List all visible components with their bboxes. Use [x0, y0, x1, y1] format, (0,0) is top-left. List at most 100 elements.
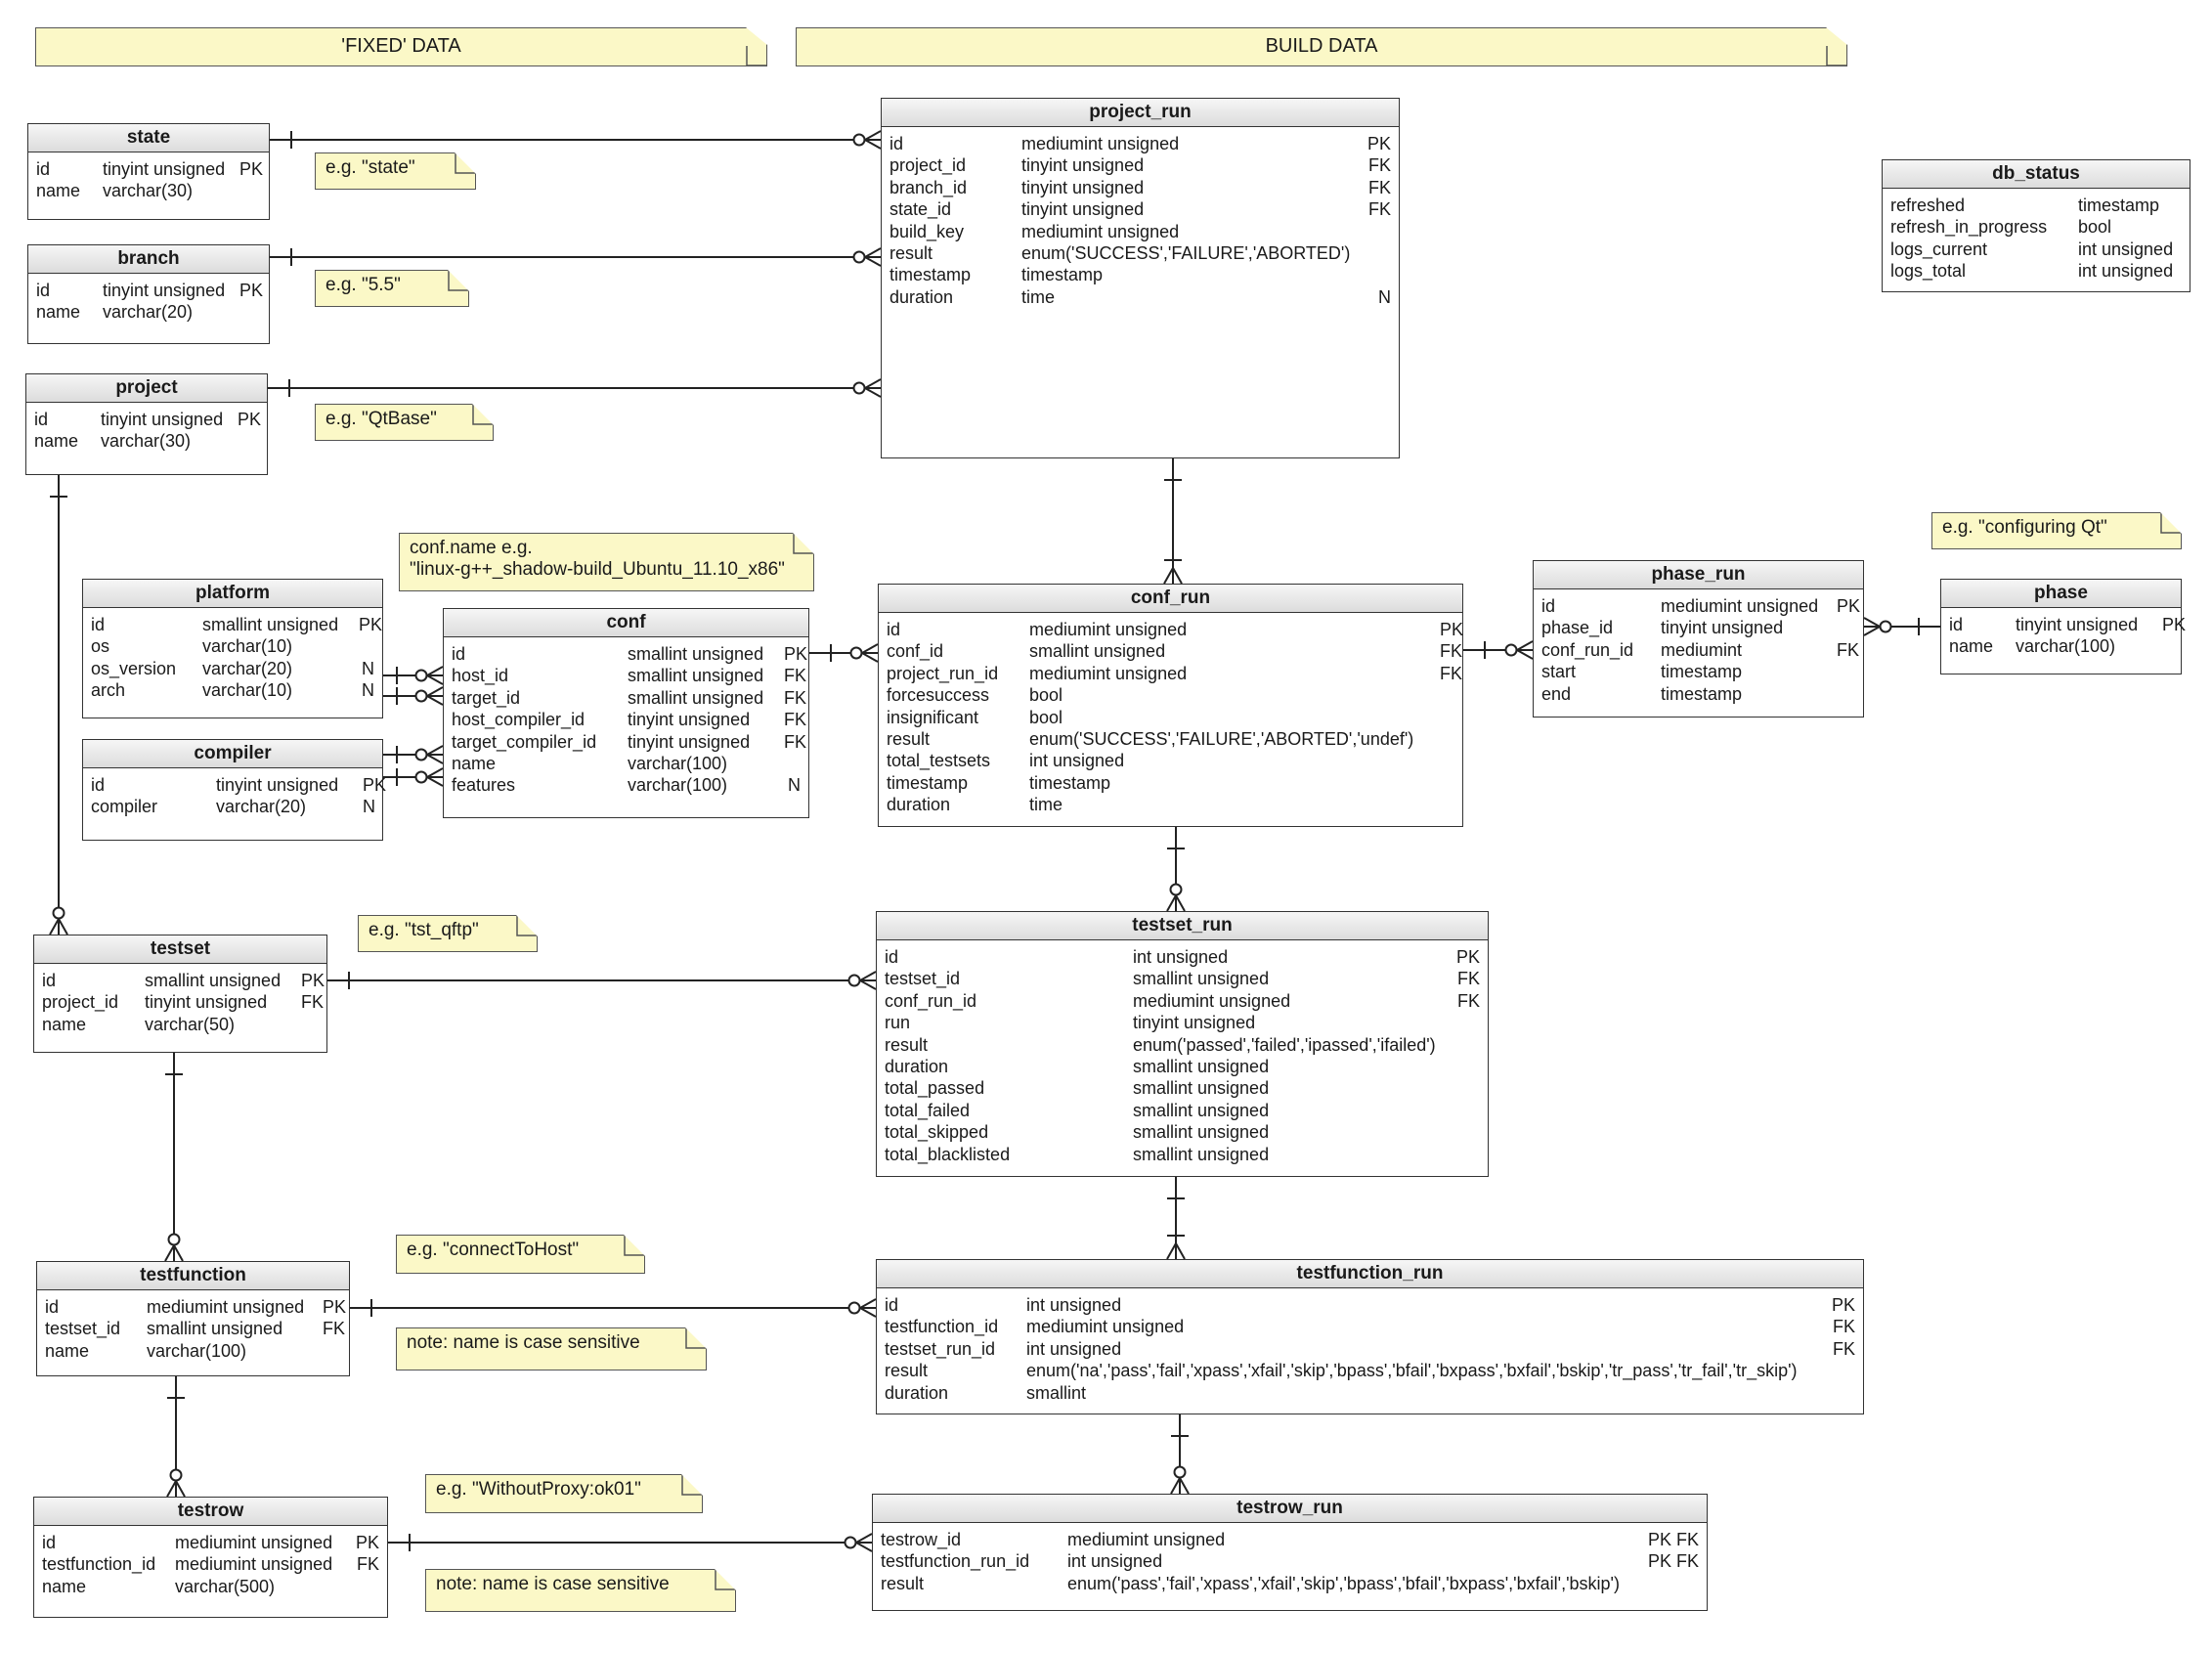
- optional-circle-mark: [52, 906, 65, 920]
- crows-foot-mark: [426, 695, 444, 706]
- column-type: tinyint unsigned: [1021, 177, 1145, 197]
- column-type: mediumint: [1661, 639, 1743, 660]
- note-testrow: e.g. "WithoutProxy:ok01": [425, 1474, 703, 1513]
- column-type: int unsigned: [1026, 1338, 1122, 1359]
- optional-circle-mark: [1173, 1465, 1187, 1479]
- column-type: tinyint unsigned: [103, 281, 226, 300]
- column-key: PK: [784, 644, 808, 664]
- column-type: varchar(100): [628, 775, 728, 796]
- column-type: smallint unsigned: [1133, 1056, 1270, 1076]
- column-type: varchar(500): [175, 1576, 276, 1596]
- column-name: testset_id: [885, 969, 961, 989]
- column-type: smallint: [1026, 1382, 1087, 1403]
- crows-foot-mark: [426, 666, 444, 676]
- column-key: N: [788, 775, 801, 796]
- column-row: result enum('SUCCESS','FAILURE','ABORTED'…: [887, 728, 1454, 750]
- entity-title: platform: [83, 580, 382, 608]
- column-type: mediumint unsigned: [1026, 1317, 1185, 1337]
- column-name: testfunction_id: [885, 1317, 999, 1337]
- column-name: state_id: [889, 199, 952, 220]
- note-fold-icon: [746, 45, 767, 66]
- column-type: int unsigned: [1029, 751, 1125, 771]
- column-type: int unsigned: [2078, 261, 2174, 282]
- column-key: FK: [784, 687, 807, 708]
- column-type: tinyint unsigned: [145, 992, 268, 1013]
- column-type: varchar(20): [202, 658, 293, 678]
- column-type: timestamp: [1661, 683, 1743, 704]
- column-name: id: [452, 644, 466, 664]
- column-type: smallint unsigned: [1133, 1144, 1270, 1164]
- column-key: FK: [1832, 1317, 1855, 1337]
- column-key: PK: [1440, 620, 1464, 639]
- column-key: N: [362, 658, 374, 678]
- column-type: varchar(100): [147, 1340, 247, 1361]
- column-name: branch_id: [889, 177, 968, 197]
- crows-foot-mark: [864, 130, 882, 141]
- column-name: id: [887, 620, 901, 639]
- column-key: PK: [323, 1297, 347, 1317]
- column-name: result: [887, 728, 931, 749]
- column-type: varchar(10): [202, 680, 293, 701]
- column-name: project_id: [42, 992, 119, 1013]
- crows-foot-mark: [864, 387, 882, 398]
- column-type: tinyint unsigned: [103, 159, 226, 179]
- column-key: FK: [784, 666, 807, 686]
- column-name: insignificant: [887, 707, 979, 727]
- column-name: testrow_id: [881, 1530, 962, 1549]
- note-phase: e.g. "configuring Qt": [1931, 512, 2182, 549]
- column-key: FK: [356, 1554, 379, 1575]
- entity-title: phase_run: [1534, 561, 1863, 589]
- column-type: tinyint unsigned: [1661, 618, 1784, 638]
- column-name: os: [91, 636, 110, 657]
- column-name: name: [42, 1014, 87, 1034]
- column-type: smallint unsigned: [1133, 1100, 1270, 1120]
- column-key: PK FK: [1647, 1551, 1699, 1572]
- column-row: testfunction_id mediumint unsigned FK: [885, 1316, 1855, 1337]
- column-name: id: [885, 947, 899, 967]
- entity-title: testfunction_run: [877, 1260, 1863, 1288]
- column-name: result: [881, 1573, 925, 1593]
- note-fold-icon: [685, 1327, 707, 1349]
- crows-foot-mark: [1163, 567, 1174, 585]
- column-name: conf_run_id: [885, 990, 977, 1011]
- optional-circle-mark: [1169, 883, 1183, 896]
- column-key: FK: [1837, 639, 1860, 660]
- entity-title: project: [26, 374, 267, 403]
- optional-circle-mark: [167, 1233, 181, 1246]
- column-type: smallint unsigned: [202, 615, 339, 634]
- column-key: FK: [784, 710, 807, 730]
- crows-foot-mark: [426, 776, 444, 787]
- column-type: timestamp: [1661, 662, 1743, 682]
- optional-circle-mark: [849, 646, 863, 660]
- column-type: time: [1029, 795, 1063, 815]
- note-fold-icon: [793, 533, 814, 554]
- crows-foot-mark: [864, 247, 882, 258]
- column-key: FK: [1456, 990, 1480, 1011]
- crows-foot-mark: [426, 754, 444, 764]
- column-key: FK: [1440, 641, 1463, 662]
- crows-foot-mark: [855, 1542, 873, 1552]
- column-type: enum('SUCCESS','FAILURE','ABORTED','unde…: [1029, 728, 1414, 749]
- column-name: arch: [91, 680, 126, 701]
